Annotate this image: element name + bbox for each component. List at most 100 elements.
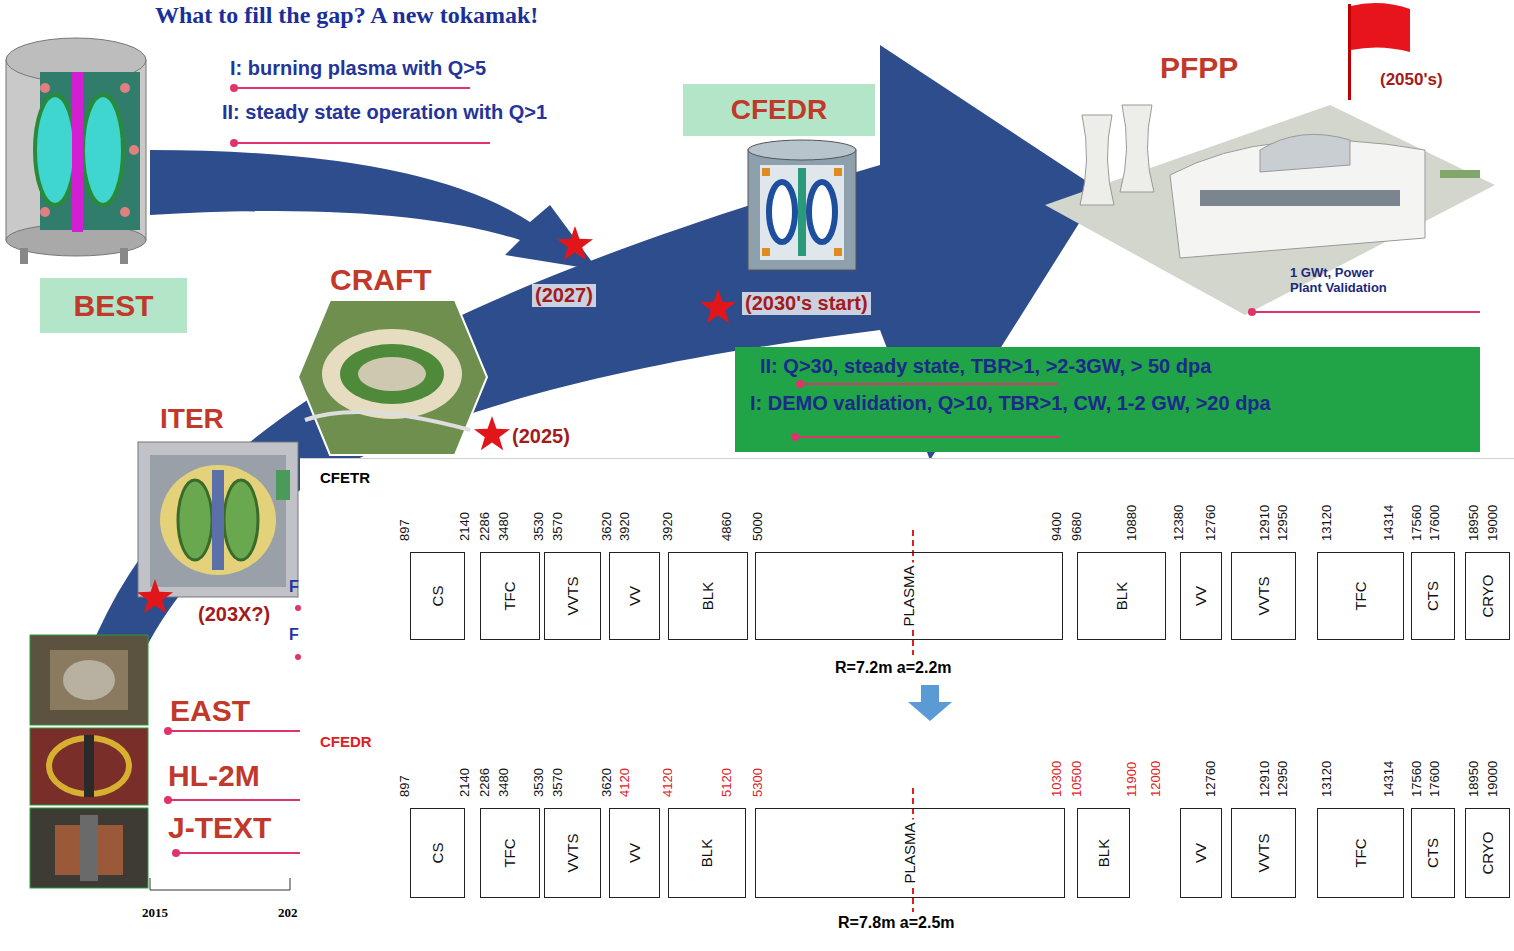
drawing-part bbox=[474, 416, 510, 450]
box-label: BLK bbox=[1113, 579, 1131, 613]
drawing-part bbox=[322, 329, 462, 419]
box-label: VV bbox=[626, 840, 644, 866]
drawing-part bbox=[298, 300, 487, 455]
drawing-part bbox=[1348, 4, 1351, 100]
drawing-part bbox=[748, 150, 856, 270]
drawing-part bbox=[234, 142, 490, 144]
radial-build-box: CTS bbox=[1411, 552, 1455, 640]
year-label: (2030's start) bbox=[742, 292, 871, 315]
dimension-number: 12760 bbox=[1203, 761, 1218, 797]
drawing-part bbox=[1440, 170, 1480, 178]
device-label-box: BEST bbox=[40, 278, 187, 333]
box-label: VVTS bbox=[564, 830, 582, 875]
box-label: TFC bbox=[501, 578, 519, 613]
drawing-part bbox=[760, 165, 844, 260]
radial-build-box: BLK bbox=[668, 808, 746, 898]
drawing-part bbox=[138, 442, 298, 597]
drawing-part bbox=[791, 433, 799, 441]
radial-build-box: BLK bbox=[1077, 552, 1166, 640]
box-label: VV bbox=[626, 583, 644, 609]
drawing-part bbox=[1260, 134, 1350, 172]
radial-build-box: CRYO bbox=[1465, 808, 1510, 898]
drawing-part bbox=[83, 95, 123, 205]
drawing-part bbox=[120, 248, 128, 264]
drawing-part bbox=[40, 207, 50, 217]
radial-build-box: PLASMA bbox=[755, 808, 1065, 898]
box-label: CTS bbox=[1424, 578, 1442, 614]
drawing-part bbox=[340, 344, 444, 404]
drawing-part bbox=[295, 654, 301, 660]
underline-markers bbox=[164, 84, 1480, 857]
dimension-number: 14314 bbox=[1381, 761, 1396, 797]
dimension-number: 10500 bbox=[1069, 761, 1084, 797]
drawing-part bbox=[137, 579, 173, 613]
radial-build-box: CS bbox=[410, 808, 465, 898]
drawing-part bbox=[834, 168, 842, 176]
dimension-number: 3620 bbox=[599, 512, 614, 541]
drawing-part bbox=[1248, 308, 1256, 316]
drawing-part bbox=[276, 470, 290, 500]
drawing-part bbox=[300, 458, 1514, 951]
drawing-part bbox=[234, 87, 470, 89]
drawing-part bbox=[700, 289, 736, 323]
drawing-part bbox=[557, 226, 593, 260]
box-label: CRYO bbox=[1479, 828, 1497, 877]
year-label: (2050's) bbox=[1380, 70, 1443, 90]
device-photos bbox=[30, 635, 148, 888]
drawing-part bbox=[172, 849, 180, 857]
radial-build-box: VV bbox=[609, 808, 660, 898]
drawing-part bbox=[164, 796, 172, 804]
drawing-part bbox=[224, 480, 258, 560]
axis-year: 202 bbox=[278, 905, 298, 920]
drawing-part bbox=[178, 480, 212, 560]
drawing-part bbox=[908, 685, 952, 721]
dimension-number: 12950 bbox=[1275, 505, 1290, 541]
down-arrow bbox=[908, 685, 952, 721]
device-name: CRAFT bbox=[330, 262, 432, 297]
drawing-part bbox=[35, 95, 75, 205]
milestone-stars bbox=[137, 226, 736, 613]
drawing-part bbox=[769, 182, 795, 242]
drawing-part bbox=[1351, 3, 1410, 52]
drawing-part bbox=[80, 815, 98, 881]
dimension-number: 3570 bbox=[550, 768, 565, 797]
dimension-number: 2286 bbox=[477, 512, 492, 541]
dimension-number: 3530 bbox=[531, 512, 546, 541]
radial-build-box: VVTS bbox=[1231, 808, 1296, 898]
box-label: VV bbox=[1192, 840, 1210, 866]
major-minor-radius: R=7.8m a=2.5m bbox=[838, 914, 955, 932]
device-name: ITER bbox=[160, 403, 224, 435]
dimension-number: 18950 bbox=[1466, 505, 1481, 541]
radial-build-box: VV bbox=[1180, 808, 1222, 898]
dimension-number: 9400 bbox=[1049, 512, 1064, 541]
drawing-part bbox=[176, 852, 300, 854]
dimension-number: 5000 bbox=[750, 512, 765, 541]
goal-text: II: Q>30, steady state, TBR>1, >2-3GW, >… bbox=[760, 355, 1211, 378]
drawing-part bbox=[230, 139, 238, 147]
drawing-part bbox=[120, 83, 130, 93]
box-label: CS bbox=[429, 583, 447, 610]
slide-title: What to fill the gap? A new tokamak! bbox=[155, 1, 538, 29]
drawing-part bbox=[63, 660, 115, 700]
device-name: HL-2M bbox=[168, 758, 260, 793]
cfedr-tokamak-picture bbox=[748, 140, 856, 270]
goal-note: II: steady state operation with Q>1 bbox=[222, 101, 547, 124]
dimension-number: 19000 bbox=[1485, 505, 1500, 541]
dimension-number: 12910 bbox=[1257, 505, 1272, 541]
radial-build-box: VV bbox=[1180, 552, 1222, 640]
dimension-number: 3530 bbox=[531, 768, 546, 797]
dimension-number: 17600 bbox=[1427, 761, 1442, 797]
radial-build-box: VV bbox=[609, 552, 660, 640]
drawing-part bbox=[30, 808, 148, 888]
year-label: (203X?) bbox=[198, 603, 270, 626]
radial-build-box: VVTS bbox=[544, 552, 601, 640]
drawing-part bbox=[72, 72, 83, 232]
goal-band: II: Q>30, steady state, TBR>1, >2-3GW, >… bbox=[735, 347, 1480, 452]
box-label: CRYO bbox=[1479, 571, 1497, 620]
dimension-number: 897 bbox=[397, 519, 412, 541]
dimension-number: 12000 bbox=[1148, 761, 1163, 797]
drawing-part bbox=[748, 140, 856, 160]
dimension-number: 5300 bbox=[750, 768, 765, 797]
axis-year: 2015 bbox=[142, 905, 168, 920]
drawing-part bbox=[50, 650, 128, 710]
